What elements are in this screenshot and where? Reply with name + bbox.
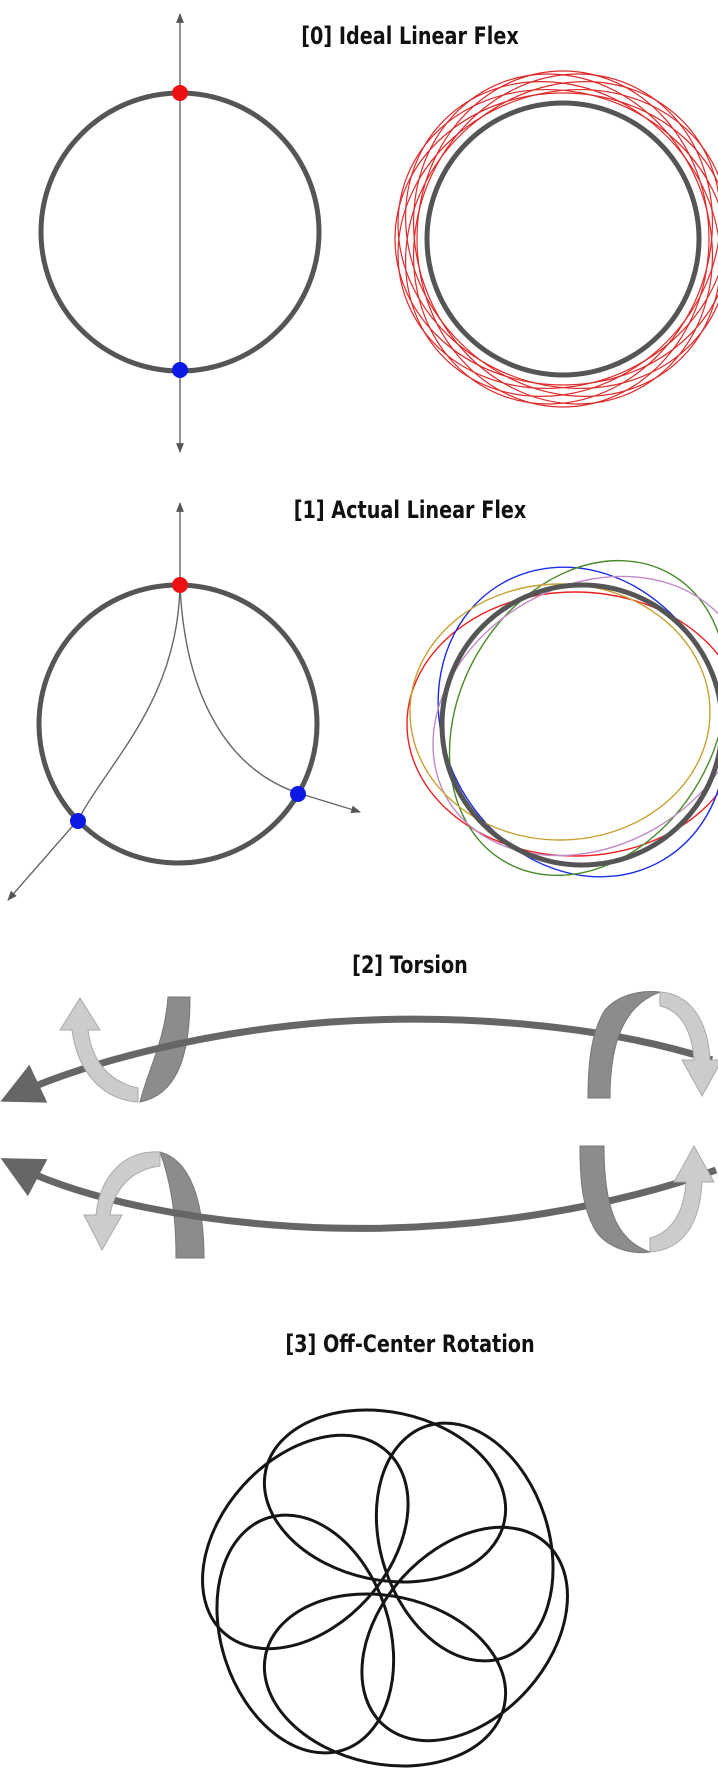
off-center-rotation-loops: [201, 1408, 569, 1768]
ideal-flex-reference-ring: [424, 100, 702, 378]
ideal-flex-top-point: [172, 85, 188, 101]
actual-flex-right-branch: [179, 584, 361, 814]
actual-flex-ellipse: [437, 566, 718, 878]
ideal-flex-ellipse: [416, 70, 710, 408]
torsion-light-curl-bottom-left: [83, 1151, 161, 1252]
ideal-flex-ellipse: [405, 81, 718, 397]
torsion-light-curl-bottom-right: [649, 1144, 715, 1253]
ideal-flex-ellipse: [397, 88, 718, 390]
section-title-actual-linear-flex: [1] Actual Linear Flex: [293, 496, 527, 524]
ideal-flex-ellipse: [412, 73, 714, 405]
ideal-flex-ellipse: [405, 81, 718, 397]
actual-flex-diagram: [7, 502, 361, 901]
torsion-diagram: [0, 991, 718, 1259]
ideal-flex-ellipses: [394, 70, 718, 408]
torsion-light-curl-top-left: [59, 997, 139, 1103]
ideal-flex-bottom-point: [172, 362, 188, 378]
torsion-light-curl-top-right: [659, 991, 718, 1098]
actual-flex-ellipses: [406, 559, 718, 878]
actual-flex-ellipse: [448, 559, 718, 877]
ideal-flex-ellipse: [394, 92, 718, 386]
ideal-flex-diagram: [38, 13, 322, 453]
actual-flex-ellipse: [409, 583, 711, 841]
torsion-dark-band-top-right: [587, 991, 661, 1099]
actual-flex-top-point: [172, 577, 188, 593]
actual-flex-ellipse: [432, 575, 718, 857]
torsion-dark-band-bottom-right: [579, 1145, 651, 1254]
actual-flex-right-point: [290, 786, 306, 802]
actual-flex-reference-ring: [439, 582, 718, 868]
rotation-loop: [201, 1433, 410, 1651]
actual-flex-ellipse: [406, 591, 718, 857]
rotation-loop: [262, 1592, 508, 1768]
rotation-loop: [360, 1525, 569, 1743]
section-title-off-center-rotation: [3] Off-Center Rotation: [285, 1330, 535, 1358]
section-title-ideal-linear-flex: [0] Ideal Linear Flex: [301, 22, 519, 50]
torsion-dark-band-bottom-left: [159, 1151, 205, 1259]
actual-flex-left-branch: [7, 584, 181, 901]
torsion-arrow-bottom: [0, 1158, 718, 1232]
section-title-torsion: [2] Torsion: [352, 951, 468, 979]
rotation-loop: [374, 1421, 555, 1663]
actual-flex-left-point: [70, 813, 86, 829]
rotation-loop: [215, 1513, 396, 1755]
ideal-flex-ellipse: [397, 88, 718, 390]
rotation-loop: [262, 1408, 508, 1584]
ideal-flex-ellipse: [412, 73, 714, 405]
